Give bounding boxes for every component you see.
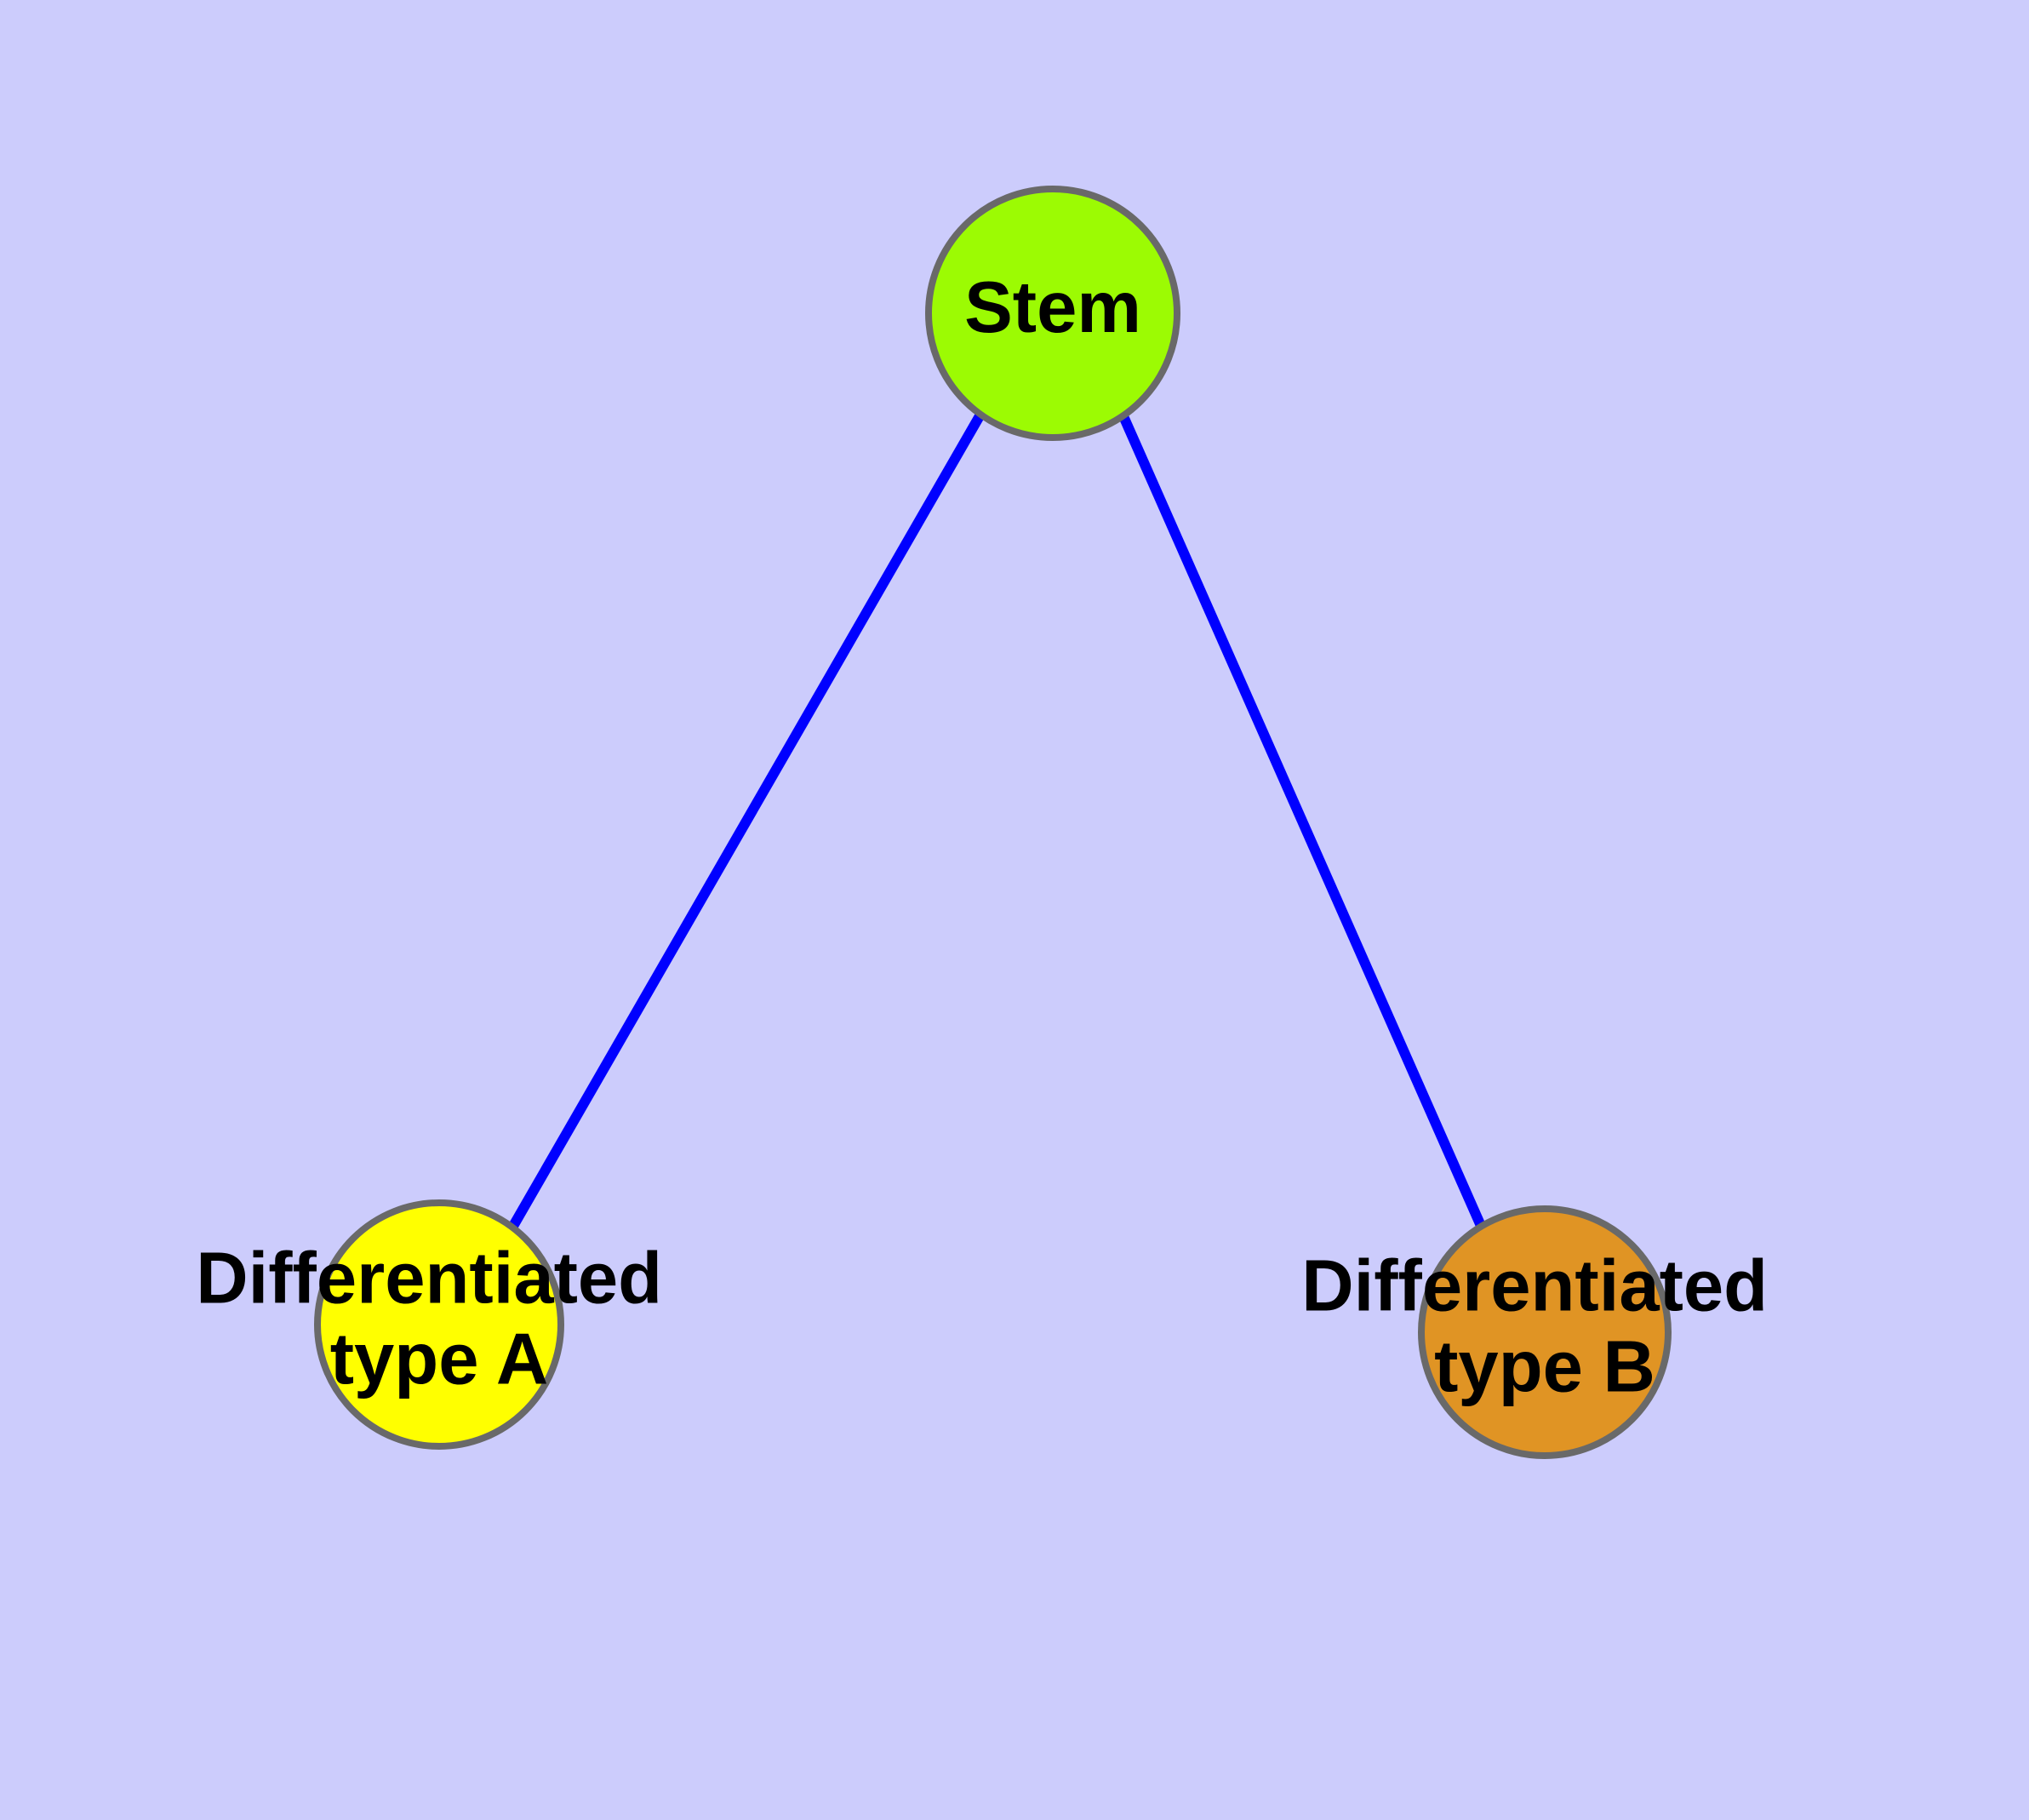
node-stem[interactable]: Stem: [925, 186, 1180, 441]
node-differentiated-type-a-label: Differentiated type A: [196, 1239, 682, 1400]
node-differentiated-type-b-label-line-2: type B: [1434, 1327, 1655, 1408]
node-differentiated-type-b-circle[interactable]: [1418, 1205, 1672, 1459]
node-differentiated-type-a[interactable]: Differentiated type A: [196, 1199, 682, 1450]
edge-stem-to-differentiated-type-a[interactable]: [507, 412, 986, 1230]
node-stem-label: Stem: [964, 267, 1141, 348]
node-stem-circle[interactable]: [925, 186, 1180, 441]
node-differentiated-type-b[interactable]: Differentiated type B: [1301, 1205, 1787, 1459]
node-differentiated-type-a-label-line-1: Differentiated: [196, 1239, 662, 1319]
node-differentiated-type-a-circle[interactable]: [314, 1199, 564, 1450]
edge-stem-to-differentiated-type-b[interactable]: [1118, 414, 1486, 1228]
node-differentiated-type-b-label-line-1: Differentiated: [1301, 1246, 1768, 1327]
node-differentiated-type-a-label-line-2: type A: [330, 1319, 549, 1400]
node-differentiated-type-b-label: Differentiated type B: [1301, 1246, 1787, 1408]
edges-group: [507, 412, 1486, 1230]
node-stem-label-line-1: Stem: [964, 267, 1141, 348]
nodes-group: Stem Differentiated type A Differentiate…: [196, 186, 1787, 1459]
